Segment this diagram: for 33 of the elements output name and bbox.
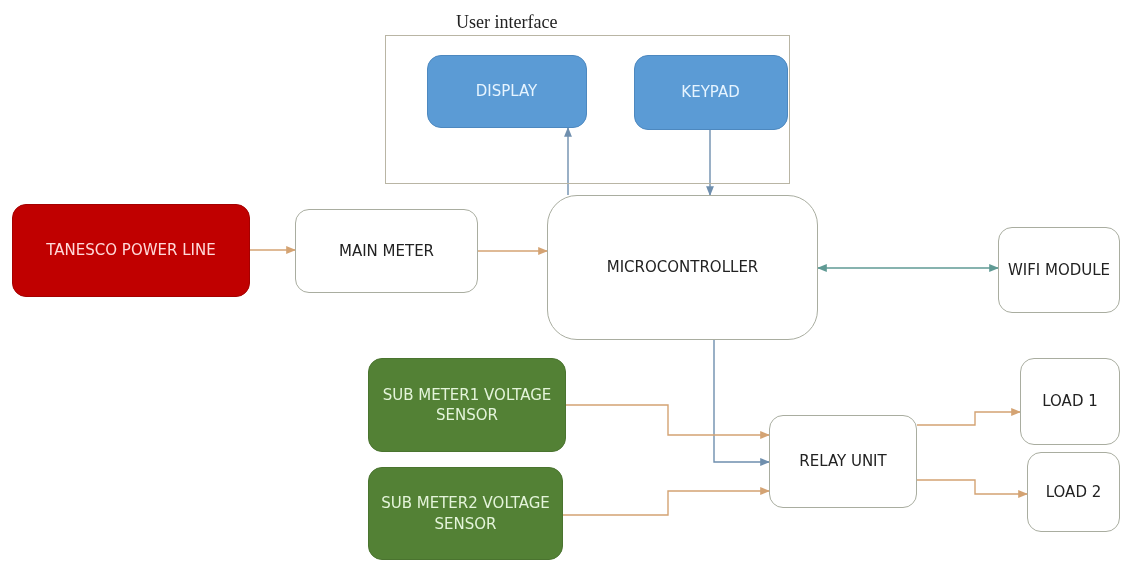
arrow [706,129,714,196]
arrow [564,127,572,196]
process-box [295,209,478,293]
process-box [547,195,818,340]
arrow [477,247,548,255]
box-label: DISPLAY [475,80,538,102]
process-box [769,415,917,508]
box-label: SUB METER2 VOLTAGE SENSOR [380,493,551,534]
box-label: LOAD 2 [1045,481,1102,503]
box-label: SUB METER1 VOLTAGE SENSOR [381,384,553,426]
process-box [998,227,1120,313]
arrow [713,339,770,466]
sensor-box [368,358,566,452]
box-label: KEYPAD [681,81,740,103]
arrow [249,246,296,254]
box-label: MAIN METER [338,240,435,262]
arrow [565,404,770,439]
box-label: RELAY UNIT [799,451,887,472]
arrow [562,487,770,516]
arrow [916,479,1028,498]
box-label: TANESCO POWER LINE [46,240,216,261]
process-box [1027,452,1120,532]
arrow [817,264,999,272]
box-label: LOAD 1 [1042,391,1098,412]
sensor-box [368,467,563,560]
process-box [633,54,788,130]
group-heading: User interface [456,11,558,34]
process-box [1020,358,1120,445]
box-label: MICROCONTROLLER [606,257,759,278]
box-label: WIFI MODULE [1007,259,1111,281]
process-box [426,54,587,128]
source-box [12,204,250,297]
arrow [916,408,1021,426]
